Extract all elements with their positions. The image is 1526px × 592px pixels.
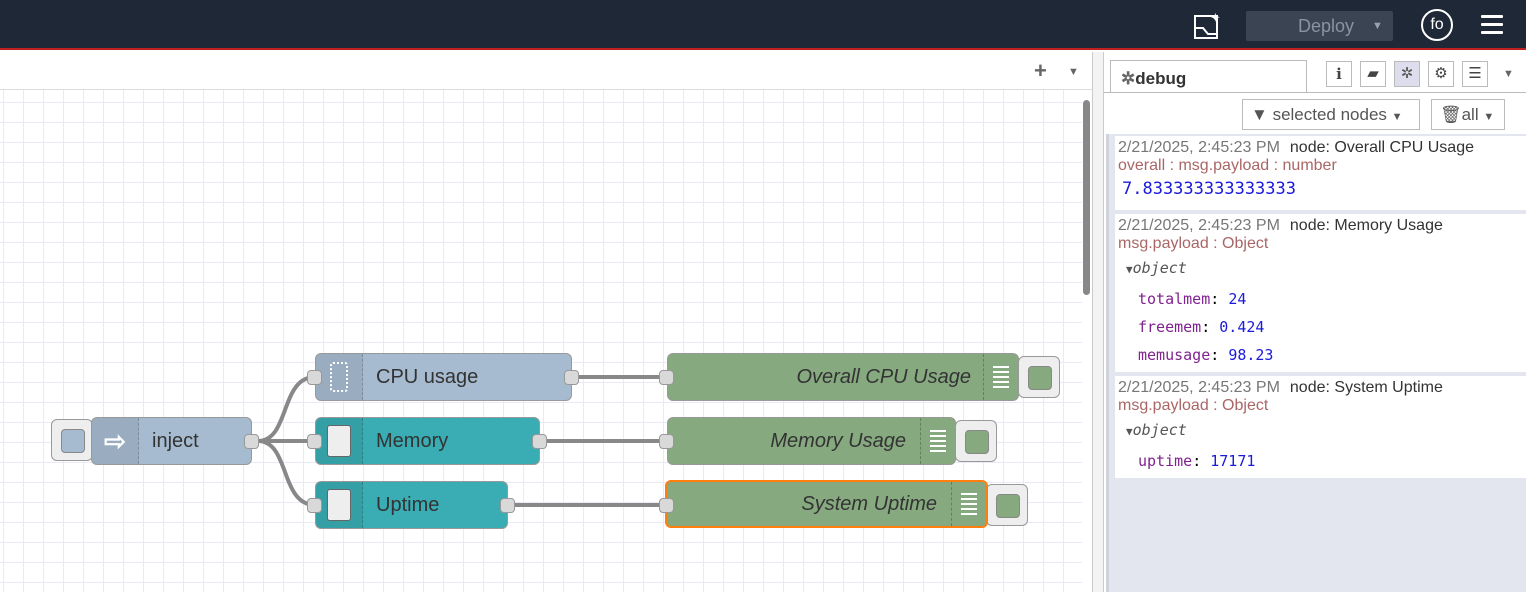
field-value: 17171 (1210, 452, 1256, 470)
field-value: 98.23 (1228, 346, 1274, 364)
field-value: 0.424 (1219, 318, 1265, 336)
chevron-down-icon[interactable]: ▼ (1503, 68, 1514, 80)
field-row: uptime: 17171 (1138, 452, 1256, 470)
filter-label: selected nodes (1272, 105, 1387, 124)
wires (257, 375, 667, 507)
field-key: freemem (1138, 318, 1202, 336)
tab-debug[interactable]: ✲debug (1110, 60, 1307, 92)
node-link[interactable]: node: System Uptime (1289, 379, 1443, 396)
input-port[interactable] (659, 370, 674, 385)
chip-icon (316, 354, 363, 400)
field-row: memusage: 98.23 (1138, 346, 1274, 364)
deploy-label: Deploy (1298, 15, 1355, 36)
input-port[interactable] (659, 434, 674, 449)
timestamp: 2/21/2025, 2:45:23 PM (1118, 379, 1280, 396)
debug-message[interactable]: 2/21/2025, 2:45:23 PM node: Overall CPU U… (1115, 136, 1526, 210)
node-label: Overall CPU Usage (796, 365, 971, 388)
node-label: System Uptime (801, 492, 937, 515)
debug-toggle-button[interactable] (955, 420, 997, 462)
output-port[interactable] (500, 498, 515, 513)
memory-node[interactable]: Memory (315, 417, 540, 465)
node-link[interactable]: node: Overall CPU Usage (1289, 139, 1474, 156)
workspace-tabs-bar: + ▼ (0, 52, 1092, 90)
inject-node[interactable]: ⇨ inject (91, 417, 252, 465)
object-type: object (1132, 421, 1187, 439)
node-label: Uptime (376, 493, 440, 516)
output-port[interactable] (564, 370, 579, 385)
input-port[interactable] (307, 370, 322, 385)
field-row: freemem: 0.424 (1138, 318, 1265, 336)
filter-icon: ▼ (1251, 105, 1268, 124)
msg-path: overall : msg.payload : number (1118, 157, 1337, 174)
msg-path: msg.payload : Object (1118, 235, 1269, 252)
object-toggle[interactable]: ▼object (1126, 421, 1187, 439)
clear-dropdown[interactable]: 🗑all ▼ (1431, 99, 1505, 130)
user-avatar[interactable]: fo (1421, 9, 1453, 41)
server-icon (316, 482, 363, 528)
filter-dropdown[interactable]: ▼ selected nodes ▼ (1242, 99, 1420, 130)
bug-icon: ✲ (1121, 69, 1136, 88)
canvas-scrollbar[interactable] (1083, 100, 1090, 295)
debug-messages: 2/21/2025, 2:45:23 PM node: Overall CPU U… (1106, 134, 1526, 592)
debug-message[interactable]: 2/21/2025, 2:45:23 PM node: System Uptime… (1115, 376, 1526, 478)
book-icon[interactable]: ▰ (1360, 61, 1386, 87)
input-port[interactable] (659, 498, 674, 513)
cpu-usage-node[interactable]: CPU usage (315, 353, 572, 401)
wire (257, 439, 316, 507)
input-port[interactable] (307, 498, 322, 513)
list-icon (920, 418, 955, 464)
debug-toggle-button[interactable] (1018, 356, 1060, 398)
msg-path: msg.payload : Object (1118, 397, 1269, 414)
input-port[interactable] (307, 434, 322, 449)
server-icon (316, 418, 363, 464)
node-label: CPU usage (376, 365, 479, 388)
debug-toggle-button[interactable] (986, 484, 1028, 526)
uptime-node[interactable]: Uptime (315, 481, 508, 529)
output-port[interactable] (532, 434, 547, 449)
hamburger-menu-icon[interactable] (1481, 15, 1503, 39)
field-key: memusage (1138, 346, 1211, 364)
object-toggle[interactable]: ▼object (1126, 259, 1187, 277)
field-row: totalmem: 24 (1138, 290, 1247, 308)
field-key: totalmem (1138, 290, 1211, 308)
info-icon[interactable]: i (1326, 61, 1352, 87)
sidebar-separator[interactable] (1092, 52, 1104, 592)
field-key: uptime (1138, 452, 1193, 470)
bug-icon[interactable]: ✲ (1394, 61, 1420, 87)
ai-flow-icon[interactable]: ✦ (1193, 10, 1223, 40)
node-label: Memory Usage (770, 429, 906, 452)
gear-icon[interactable]: ⚙ (1428, 61, 1454, 87)
node-label: inject (152, 429, 199, 452)
field-value: 24 (1228, 290, 1247, 308)
object-type: object (1132, 259, 1187, 277)
memory-usage-debug-node[interactable]: Memory Usage (667, 417, 956, 465)
header: ✦ Deploy ▼ fo (0, 0, 1526, 50)
tab-label: debug (1135, 69, 1187, 88)
timestamp: 2/21/2025, 2:45:23 PM (1118, 139, 1280, 156)
trash-icon: 🗑 (1440, 105, 1462, 124)
clear-label: all (1461, 105, 1479, 124)
inject-trigger-button[interactable] (51, 419, 93, 461)
timestamp: 2/21/2025, 2:45:23 PM (1118, 217, 1280, 234)
list-icon (983, 354, 1018, 400)
output-port[interactable] (244, 434, 259, 449)
chevron-down-icon[interactable]: ▼ (1372, 20, 1383, 32)
arrow-right-icon: ⇨ (92, 418, 139, 464)
node-label: Memory (376, 429, 449, 452)
svg-text:✦: ✦ (1210, 10, 1221, 25)
deploy-button[interactable]: Deploy ▼ (1246, 11, 1393, 41)
msg-value: 7.833333333333333 (1122, 179, 1296, 199)
database-icon[interactable]: ☰ (1462, 61, 1488, 87)
node-link[interactable]: node: Memory Usage (1289, 217, 1443, 234)
wire (257, 375, 316, 443)
system-uptime-debug-node[interactable]: System Uptime (665, 480, 988, 528)
list-icon (951, 482, 986, 526)
overall-cpu-debug-node[interactable]: Overall CPU Usage (667, 353, 1019, 401)
flow-list-chevron-icon[interactable]: ▼ (1068, 66, 1079, 78)
add-flow-button[interactable]: + (1034, 58, 1047, 83)
